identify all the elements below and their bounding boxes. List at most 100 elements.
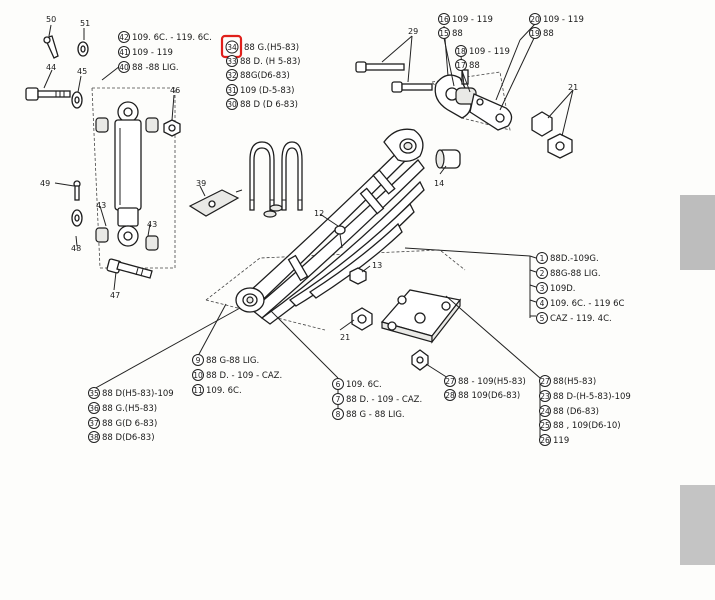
part-num-45: 45 [77, 67, 87, 76]
callout-text-32: 88G(D6-83) [240, 71, 290, 81]
callout-text-36: 88 G.(H5-83) [102, 404, 157, 414]
callout-num-42: 42 [119, 33, 129, 42]
part-num-44: 44 [46, 63, 56, 72]
callout-num-23: 23 [540, 392, 550, 401]
callout-text-17: 88 [469, 61, 480, 71]
u-bolt [249, 141, 303, 211]
callout-num-3: 3 [540, 284, 545, 293]
clamp-plate-39 [188, 189, 243, 217]
callout-num-31: 31 [227, 86, 237, 95]
callout-text-25: 88 , 109(D6-10) [553, 421, 621, 431]
callout-num-17: 17 [456, 61, 466, 70]
part-numbers: 50 51 44 45 46 49 43 43 48 47 39 12 13 2… [40, 15, 578, 342]
callout-text-3: 109D. [550, 284, 575, 294]
part-num-13: 13 [372, 261, 382, 270]
callout-text-34: 88 G.(H5-83) [244, 43, 299, 53]
callout-num-30: 30 [227, 100, 237, 109]
part-num-12: 12 [314, 209, 324, 218]
callout-num-5: 5 [540, 314, 545, 323]
callout-num-19: 19 [530, 29, 540, 38]
callout-num-41: 41 [119, 48, 129, 57]
part-num-51: 51 [80, 19, 90, 28]
callout-num-40: 40 [119, 63, 129, 72]
callout-num-28: 28 [445, 391, 455, 400]
callout-text-15: 88 [452, 29, 463, 39]
callout-num-37: 37 [89, 419, 99, 428]
spring-seat [380, 289, 462, 344]
callout-num-20: 20 [530, 15, 540, 24]
callout-text-8: 88 G - 88 LIG. [346, 410, 405, 420]
callout-text-40: 88 -88 LIG. [132, 63, 179, 73]
callout-num-27-right: 27 [540, 377, 550, 386]
callout-num-4: 4 [540, 299, 545, 308]
pin-49 [73, 180, 81, 201]
callout-text-10: 88 D. - 109 - CAZ. [206, 371, 282, 381]
callout-text-1: 88D.-109G. [550, 254, 599, 264]
leader-lines [43, 23, 574, 440]
shackle-assembly [355, 61, 513, 131]
callout-text-24: 88 (D6-83) [553, 407, 599, 417]
callout-text-26: 119 [553, 436, 569, 446]
callout-text-33: 88 D. (H 5-83) [240, 57, 300, 67]
shock-absorber-assembly [91, 87, 181, 269]
callout-num-33: 33 [227, 57, 237, 66]
part-num-48: 48 [71, 244, 81, 253]
callout-num-24: 24 [540, 407, 550, 416]
callout-num-9: 9 [196, 356, 201, 365]
part-num-46: 46 [170, 86, 180, 95]
part-num-50: 50 [46, 15, 56, 24]
spacer-rings [263, 204, 283, 218]
leaf-spring [205, 128, 466, 331]
callout-num-38: 38 [89, 433, 99, 442]
callout-num-8: 8 [336, 410, 341, 419]
callout-text-2: 88G-88 LIG. [550, 269, 601, 279]
part-num-47: 47 [110, 291, 120, 300]
part-num-43-upper: 43 [96, 201, 106, 210]
callout-num-35: 35 [89, 389, 99, 398]
part-num-43-lower: 43 [147, 220, 157, 229]
callout-num-32: 32 [227, 71, 237, 80]
callout-text-11: 109. 6C. [206, 386, 242, 396]
callout-text-41: 109 - 119 [132, 48, 173, 58]
callout-num-10: 10 [193, 371, 203, 380]
callout-text-18: 109 - 119 [469, 47, 510, 57]
part-num-14: 14 [434, 179, 444, 188]
callout-text-4: 109. 6C. - 119 6C [550, 299, 624, 309]
callout-text-9: 88 G-88 LIG. [206, 356, 259, 366]
part-num-21-upper: 21 [568, 83, 578, 92]
callout-text-27-mid: 88 - 109(H5-83) [458, 377, 526, 387]
callout-text-7: 88 D. - 109 - CAZ. [346, 395, 422, 405]
callout-text-30: 88 D (D 6-83) [240, 100, 298, 110]
callout-text-42: 109. 6C. - 119. 6C. [132, 33, 212, 43]
callout-num-15: 15 [439, 29, 449, 38]
callout-text-6: 109. 6C. [346, 380, 382, 390]
callout-text-37: 88 G(D 6-83) [102, 419, 157, 429]
callout-num-26: 26 [540, 436, 550, 445]
part-num-29: 29 [408, 27, 418, 36]
callout-text-16: 109 - 119 [452, 15, 493, 25]
callout-num-34: 34 [227, 43, 237, 52]
callout-text-5: CAZ - 119. 4C. [550, 314, 612, 324]
callout-num-25: 25 [540, 421, 550, 430]
callout-text-28: 88 109(D6-83) [458, 391, 520, 401]
part-num-21-lower: 21 [340, 333, 350, 342]
split-pin [43, 35, 59, 59]
callout-text-19: 88 [543, 29, 554, 39]
bushing-14 [435, 149, 461, 169]
callout-text-31: 109 (D-5-83) [240, 86, 294, 96]
callout-text-35: 88 D(H5-83)-109 [102, 389, 174, 399]
callout-num-6: 6 [336, 380, 341, 389]
callout-num-16: 16 [439, 15, 449, 24]
callout-text-38: 88 D(D6-83) [102, 433, 155, 443]
callout-text-27-right: 88(H5-83) [553, 377, 596, 387]
callout-num-36: 36 [89, 404, 99, 413]
callout-num-11: 11 [193, 386, 203, 395]
callout-num-27-mid: 27 [445, 377, 455, 386]
scan-shadow-bottom [680, 485, 715, 565]
scan-shadow-top [680, 195, 715, 270]
callout-num-2: 2 [540, 269, 545, 278]
bolt-44 [25, 87, 71, 101]
callout-labels: 42 109. 6C. - 119. 6C. 41 109 - 119 40 8… [88, 13, 631, 446]
